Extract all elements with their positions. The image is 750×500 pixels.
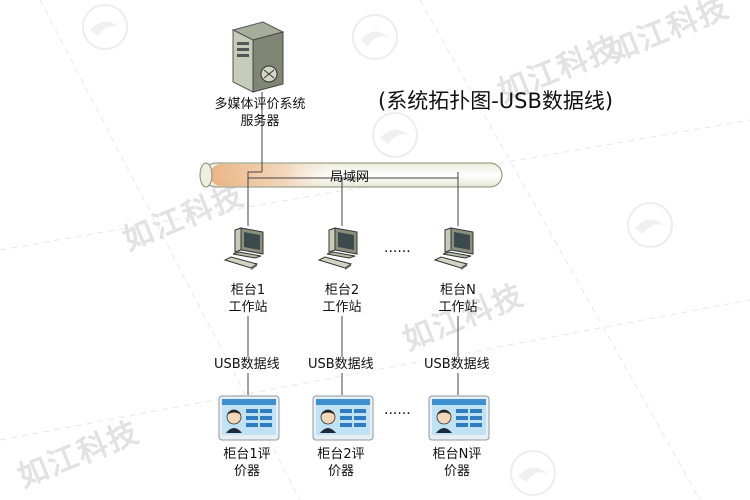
workstation-label-line2: 工作站 xyxy=(438,300,478,315)
workstation-label-line2: 工作站 xyxy=(322,300,362,315)
diagram-title: (系统拓扑图-USB数据线) xyxy=(378,89,614,113)
workstation-computer-icon xyxy=(223,227,264,270)
watermark-logo-icon xyxy=(372,112,418,158)
usb-cable-label: USB数据线 xyxy=(213,357,281,373)
workstation-ellipsis: ...... xyxy=(384,240,411,256)
server-label: 多媒体评价系统 服务器 xyxy=(205,96,315,130)
usb-cable-label: USB数据线 xyxy=(307,357,375,373)
server-icon xyxy=(231,21,285,93)
watermark-logo-icon xyxy=(82,4,128,50)
workstation-label-line2: 工作站 xyxy=(228,300,268,315)
server-label-line1: 多媒体评价系统 xyxy=(214,97,306,112)
evaluator-label: 柜台1评 价器 xyxy=(212,446,282,480)
server-label-line2: 服务器 xyxy=(240,114,280,129)
evaluator-device-icon xyxy=(312,395,374,441)
workstation-label-line1: 柜台2 xyxy=(324,283,360,298)
evaluator-ellipsis: ...... xyxy=(384,402,411,418)
evaluator-device-icon xyxy=(218,395,280,441)
watermark-logo-icon xyxy=(510,450,556,496)
workstation-computer-icon xyxy=(433,227,474,270)
workstation-computer-icon xyxy=(317,227,358,270)
lan-label: 局域网 xyxy=(330,170,370,185)
evaluator-label-line2: 价器 xyxy=(233,464,260,479)
workstation-label: 柜台N 工作站 xyxy=(428,282,488,316)
evaluator-label-line2: 价器 xyxy=(327,464,354,479)
watermark-logo-icon xyxy=(627,202,673,248)
workstation-label: 柜台1 工作站 xyxy=(218,282,278,316)
workstation-label-line1: 柜台1 xyxy=(230,283,266,298)
workstation-label-line1: 柜台N xyxy=(440,283,476,298)
evaluator-label-line1: 柜台2评 xyxy=(317,447,365,462)
workstation-label: 柜台2 工作站 xyxy=(312,282,372,316)
usb-cable-label: USB数据线 xyxy=(423,357,491,373)
evaluator-label: 柜台2评 价器 xyxy=(306,446,376,480)
watermark-logo-icon xyxy=(352,14,398,60)
evaluator-label-line2: 价器 xyxy=(443,464,470,479)
evaluator-device-icon xyxy=(428,395,490,441)
evaluator-label-line1: 柜台N评 xyxy=(432,447,482,462)
evaluator-label-line1: 柜台1评 xyxy=(223,447,271,462)
evaluator-label: 柜台N评 价器 xyxy=(422,446,492,480)
